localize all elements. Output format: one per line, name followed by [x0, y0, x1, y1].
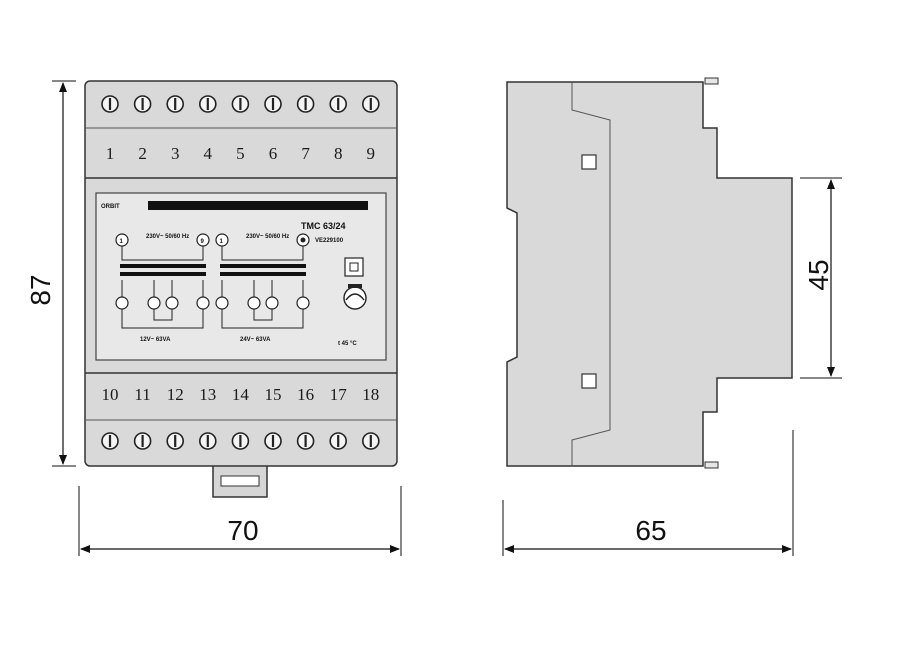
din-clip-slot [220, 475, 260, 487]
terminal-number-7: 7 [301, 144, 310, 163]
terminal-5-mark: 1 [220, 239, 224, 245]
terminal-number-17: 17 [330, 385, 348, 404]
left-primary-wire [121, 246, 204, 261]
terminal-number-12: 12 [167, 385, 184, 404]
dimension-lines: 87 70 65 45 [25, 80, 842, 556]
terminal-10-symbol [115, 296, 129, 310]
terminal-number-2: 2 [138, 144, 147, 163]
terminal-1-mark: 1 [120, 239, 124, 245]
right-input-rating: 230V~ 50/60 Hz [246, 234, 289, 240]
terminal-number-3: 3 [171, 144, 180, 163]
right-core-top [220, 264, 306, 268]
top-screw-row [101, 95, 380, 113]
label-plate [95, 192, 387, 361]
top-terminal-numbers: 1 2 3 4 5 6 7 8 9 [106, 144, 375, 163]
terminal-number-14: 14 [232, 385, 250, 404]
terminal-number-6: 6 [269, 144, 278, 163]
left-core-top [120, 264, 206, 268]
terminal-15-symbol [247, 296, 261, 310]
terminal-number-13: 13 [199, 385, 216, 404]
brand-label: ORBIT [101, 204, 120, 210]
depth-value: 65 [635, 515, 666, 546]
thermal-switch-bar-icon [348, 284, 362, 288]
terminal-number-9: 9 [367, 144, 376, 163]
terminal-number-16: 16 [297, 385, 314, 404]
code-label: VE229100 [315, 238, 344, 244]
top-pin [704, 77, 719, 85]
terminal-number-4: 4 [204, 144, 213, 163]
side-view [506, 77, 793, 469]
left-core-bottom [120, 272, 206, 276]
right-core-bottom [220, 272, 306, 276]
right-bridge-wire [253, 309, 273, 321]
terminal-7-dot [300, 237, 306, 243]
terminal-13-symbol [196, 296, 210, 310]
model-label: TMC 63/24 [301, 221, 346, 231]
right-output-rating: 24V~ 63VA [240, 337, 271, 343]
terminal-12-symbol [165, 296, 179, 310]
bottom-terminal-numbers: 10 11 12 13 14 15 16 17 18 [102, 385, 380, 404]
transformer-right: 1 230V~ 50/60 Hz 24V~ 63VA [215, 233, 310, 343]
left-output-wire [121, 309, 204, 329]
left-bridge-wire [153, 309, 173, 321]
terminal-number-10: 10 [102, 385, 119, 404]
right-primary-wire [221, 246, 304, 261]
left-input-rating: 230V~ 50/60 Hz [146, 234, 189, 240]
rail-value: 45 [803, 259, 834, 290]
temperature-rating: t 45 °C [338, 341, 357, 347]
terminal-11-symbol [147, 296, 161, 310]
thermal-switch-arc-icon [345, 293, 365, 301]
side-body [506, 81, 793, 467]
terminal-number-18: 18 [362, 385, 379, 404]
right-output-wire [221, 309, 304, 329]
thermal-fuse-icon [344, 257, 364, 277]
terminal-number-15: 15 [265, 385, 282, 404]
brand-bar [148, 201, 368, 210]
left-output-rating: 12V~ 63VA [140, 337, 171, 343]
terminal-number-1: 1 [106, 144, 115, 163]
terminal-9-mark: 9 [201, 239, 205, 245]
side-seam [571, 82, 611, 466]
terminal-16-symbol [265, 296, 279, 310]
thermal-fuse-inner-icon [349, 262, 359, 272]
height-value: 87 [25, 274, 56, 305]
width-value: 70 [227, 515, 258, 546]
transformer-left: 1 9 230V~ 50/60 Hz 12V~ 63VA [115, 233, 210, 343]
terminal-18-symbol [296, 296, 310, 310]
bottom-screw-row [101, 432, 380, 450]
terminal-number-11: 11 [134, 385, 150, 404]
terminal-number-5: 5 [236, 144, 245, 163]
side-window-bottom [581, 373, 597, 389]
side-window-top [581, 154, 597, 170]
terminal-14-symbol [215, 296, 229, 310]
terminal-number-8: 8 [334, 144, 343, 163]
bottom-pin [704, 461, 719, 469]
